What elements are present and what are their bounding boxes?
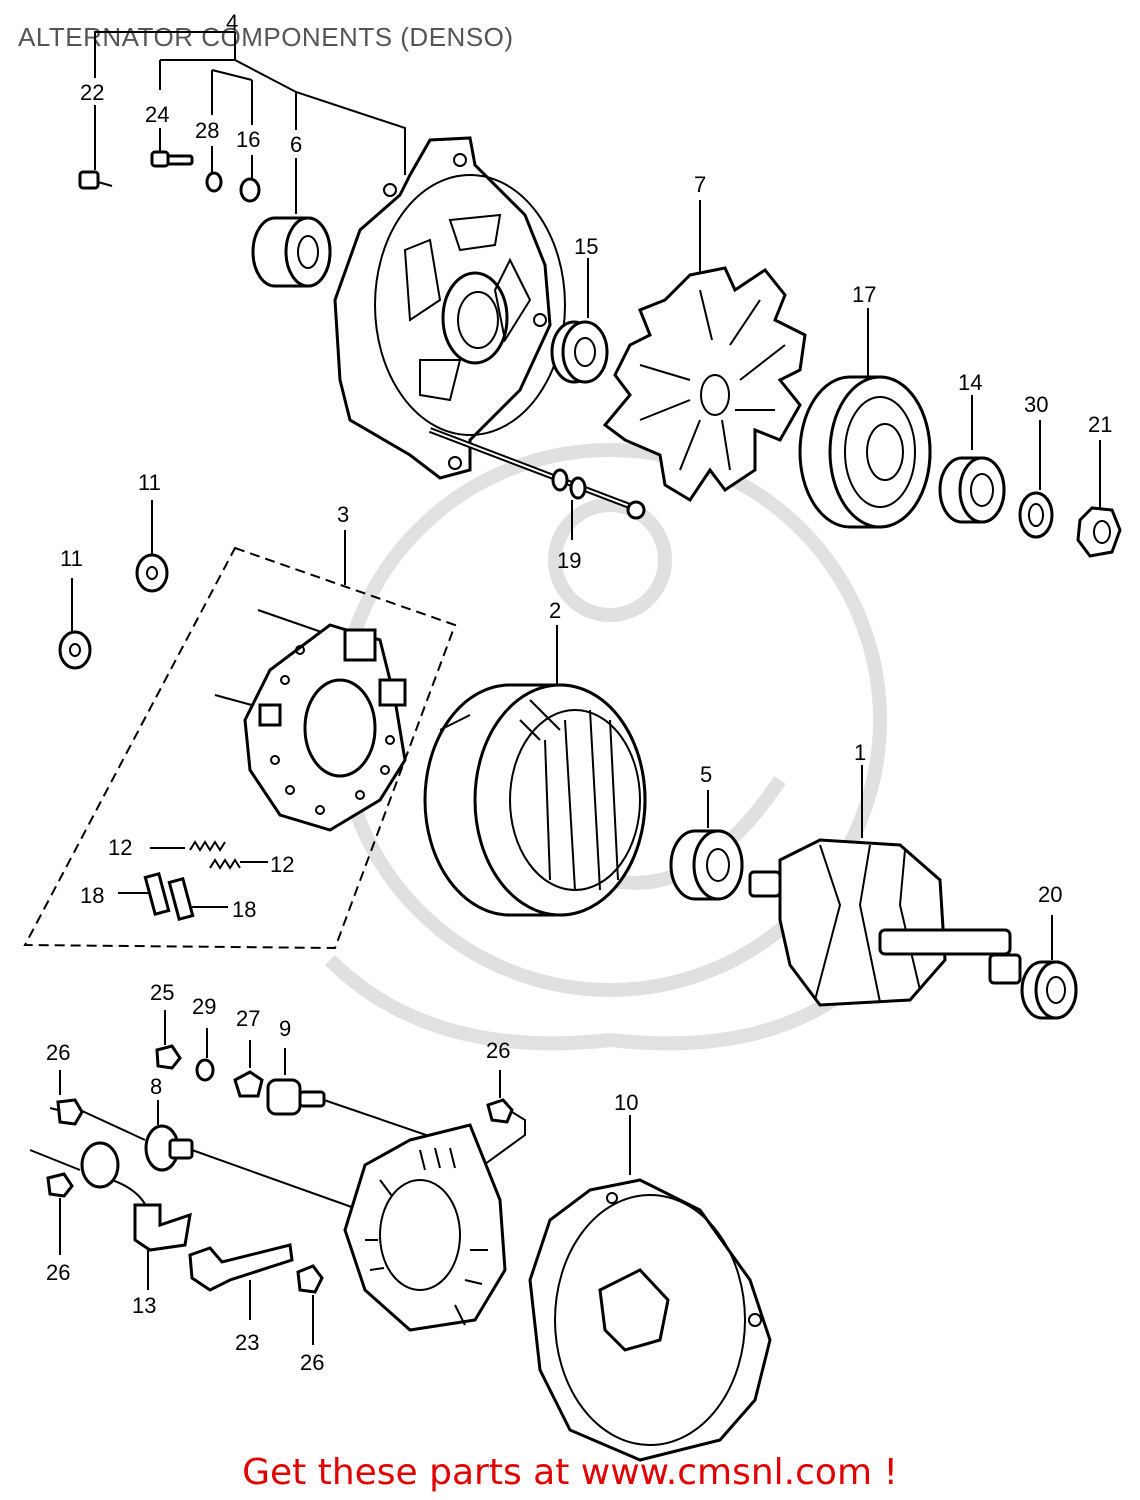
stator-2 [423,625,647,917]
callout-5: 5 [700,762,712,787]
washer-11-upper [135,500,169,593]
callout-11-lower: 11 [60,546,83,571]
callout-28: 28 [195,118,219,143]
pulley-17 [798,308,932,529]
nut-26-left-top [49,1070,84,1126]
screw-22 [78,105,113,190]
callout-labels: 4 22 24 28 16 6 7 15 17 14 30 21 19 11 1… [46,10,1112,1375]
callout-29: 29 [192,994,216,1019]
callout-20: 20 [1038,882,1062,907]
collar-20 [1020,915,1078,1020]
nut-26-right [469,1070,526,1176]
bearing-6 [251,158,332,288]
insulator-8 [79,1100,361,1211]
callout-7: 7 [694,172,706,197]
bracket-13 [80,1141,192,1290]
terminal-hardware [155,1010,471,1151]
callout-12-right: 12 [270,852,294,877]
spring-washer-30 [1018,420,1054,539]
rotor-1 [748,765,1022,1007]
callout-24: 24 [145,102,169,127]
rear-housing-10 [528,1115,772,1462]
nut-21 [1076,440,1122,558]
rear-cover-plate [343,1123,507,1332]
callout-25: 25 [150,980,174,1005]
washer-28 [205,146,223,193]
fan-7 [602,200,807,503]
callout-19: 19 [557,548,581,573]
callout-14: 14 [958,370,982,395]
callout-18-right: 18 [232,897,256,922]
clamp-23 [188,1243,294,1320]
collar-14 [938,395,1006,524]
callout-3: 3 [337,502,349,527]
callout-23: 23 [235,1330,259,1355]
through-bolt-19 [428,427,646,540]
callout-26-center: 26 [300,1350,324,1375]
callout-6: 6 [290,132,302,157]
callout-18-left: 18 [80,883,104,908]
washer-16 [239,155,261,203]
callout-26-left-bottom: 26 [46,1260,70,1285]
callout-11-upper: 11 [138,470,161,495]
bearing-5 [669,790,744,901]
promo-link[interactable]: Get these parts at www.cmsnl.com ! [242,1452,898,1493]
callout-2: 2 [549,598,561,623]
callout-26-left-top: 26 [46,1040,70,1065]
brush-springs-12 [150,840,268,870]
callout-1: 1 [854,740,866,765]
page-title: ALTERNATOR COMPONENTS (DENSO) [18,22,514,52]
callout-12-left: 12 [108,835,132,860]
brushes-18 [118,871,228,922]
callout-4: 4 [226,10,238,35]
rectifier-assembly-3 [23,530,457,950]
callout-8: 8 [150,1074,162,1099]
callout-13: 13 [132,1293,156,1318]
callout-15: 15 [574,234,598,259]
callout-27: 27 [236,1006,260,1031]
nut-26-center [296,1264,324,1345]
bolt-24 [150,128,194,168]
promo-banner[interactable]: Get these parts at www.cmsnl.com ! [0,1452,1140,1493]
nut-26-left-bottom [46,1172,74,1255]
front-housing [333,136,566,480]
spacer-15 [550,258,609,384]
callout-17: 17 [852,282,876,307]
callout-9: 9 [279,1016,291,1041]
callout-26-right: 26 [486,1038,510,1063]
washer-11-lower [58,578,92,670]
callout-4-bracket [94,31,406,175]
callout-16: 16 [236,127,260,152]
callout-30: 30 [1024,392,1048,417]
callout-22: 22 [80,80,104,105]
callout-10: 10 [614,1090,638,1115]
callout-21: 21 [1088,412,1112,437]
